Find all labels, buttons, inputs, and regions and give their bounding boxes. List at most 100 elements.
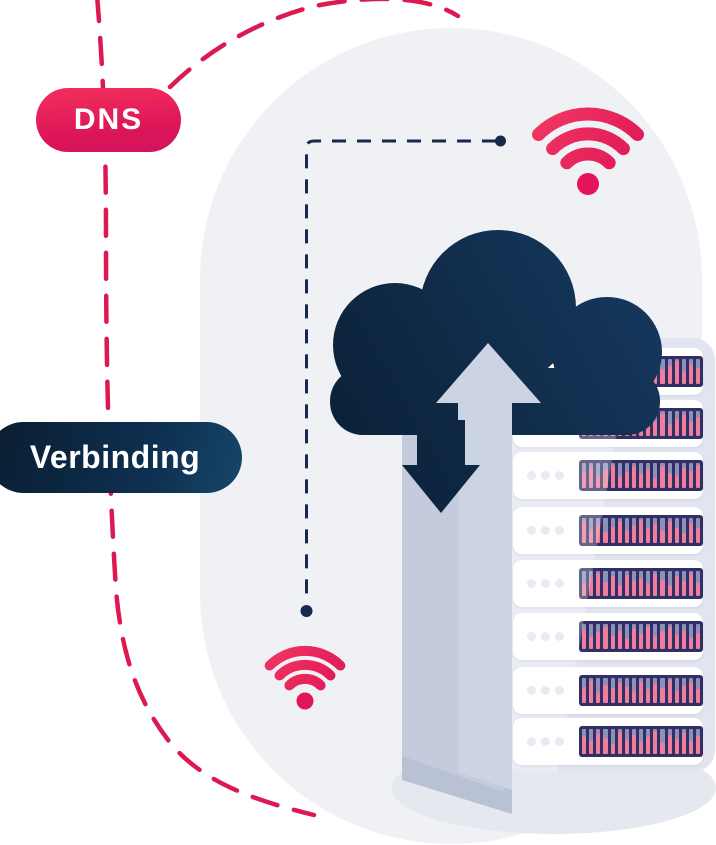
wifi-icon-top-right [532, 107, 644, 195]
server-bar-panel [579, 675, 703, 706]
activity-bar [582, 571, 587, 596]
activity-bar [617, 624, 622, 649]
activity-bar [624, 624, 629, 649]
led-indicator-icon [555, 526, 564, 535]
server-bar-panel [579, 515, 703, 546]
led-indicator-icon [555, 632, 564, 641]
activity-bar [674, 729, 679, 754]
activity-bar [646, 571, 651, 596]
activity-bar [667, 571, 672, 596]
activity-bar [596, 678, 601, 703]
activity-bar [589, 571, 594, 596]
download-arrow-icon [402, 420, 480, 513]
activity-bar [667, 518, 672, 543]
activity-bar [603, 729, 608, 754]
activity-bar [631, 518, 636, 543]
led-indicator-icon [541, 737, 550, 746]
activity-bar [596, 571, 601, 596]
activity-bar [603, 463, 608, 488]
activity-bar [631, 624, 636, 649]
activity-bar [631, 571, 636, 596]
dns-label-pill: DNS [36, 88, 181, 152]
server-led-group [527, 737, 564, 746]
wifi-icon-bottom [264, 645, 346, 710]
activity-bar [660, 359, 665, 384]
led-indicator-icon [555, 686, 564, 695]
activity-bar [667, 463, 672, 488]
dns-label-text: DNS [73, 103, 144, 136]
activity-bar [617, 518, 622, 543]
server-led-group [527, 471, 564, 480]
led-indicator-icon [541, 471, 550, 480]
server-unit [513, 507, 703, 554]
activity-bar [696, 411, 701, 436]
activity-bar [639, 463, 644, 488]
activity-bar [646, 518, 651, 543]
activity-bar [617, 571, 622, 596]
activity-bar [646, 678, 651, 703]
activity-bar [696, 359, 701, 384]
activity-bar [653, 411, 658, 436]
activity-bar [639, 571, 644, 596]
server-unit [513, 613, 703, 660]
server-bar-panel [579, 460, 703, 491]
activity-bar [688, 518, 693, 543]
activity-bar [674, 624, 679, 649]
led-indicator-icon [555, 579, 564, 588]
activity-bar [596, 463, 601, 488]
activity-bar [660, 411, 665, 436]
activity-bar [667, 678, 672, 703]
led-indicator-icon [527, 737, 536, 746]
activity-bar [667, 359, 672, 384]
activity-bar [667, 411, 672, 436]
activity-bar [589, 678, 594, 703]
activity-bar [603, 624, 608, 649]
activity-bar [646, 729, 651, 754]
activity-bar [596, 624, 601, 649]
activity-bar [610, 678, 615, 703]
activity-bar [674, 411, 679, 436]
activity-bar [582, 729, 587, 754]
activity-bar [603, 571, 608, 596]
server-bar-panel [579, 621, 703, 652]
led-indicator-icon [527, 526, 536, 535]
activity-bar [631, 678, 636, 703]
activity-bar [653, 571, 658, 596]
activity-bar [582, 518, 587, 543]
connector-dot-bottom [300, 605, 313, 617]
activity-bar [660, 729, 665, 754]
led-indicator-icon [527, 579, 536, 588]
activity-bar [589, 729, 594, 754]
activity-bar [589, 463, 594, 488]
activity-bar [653, 624, 658, 649]
activity-bar [624, 678, 629, 703]
activity-bar [696, 678, 701, 703]
activity-bar [681, 518, 686, 543]
activity-bar [582, 678, 587, 703]
led-indicator-icon [527, 686, 536, 695]
activity-bar [696, 729, 701, 754]
activity-bar [696, 624, 701, 649]
activity-bar [639, 624, 644, 649]
server-unit [513, 560, 703, 607]
activity-bar [631, 463, 636, 488]
activity-bar [610, 624, 615, 649]
activity-bar [624, 571, 629, 596]
activity-bar [617, 729, 622, 754]
connector-dot-top [495, 135, 506, 147]
activity-bar [696, 518, 701, 543]
activity-bar [624, 518, 629, 543]
server-bar-panel [579, 726, 703, 757]
activity-bar [646, 624, 651, 649]
led-indicator-icon [555, 471, 564, 480]
server-unit [513, 667, 703, 714]
activity-bar [603, 518, 608, 543]
activity-bar [596, 518, 601, 543]
activity-bar [639, 729, 644, 754]
dashed-orbit-left [95, 0, 317, 818]
verbinding-label-text: Verbinding [29, 439, 201, 475]
server-unit [513, 718, 703, 765]
server-led-group [527, 579, 564, 588]
activity-bar [688, 411, 693, 436]
activity-bar [603, 678, 608, 703]
